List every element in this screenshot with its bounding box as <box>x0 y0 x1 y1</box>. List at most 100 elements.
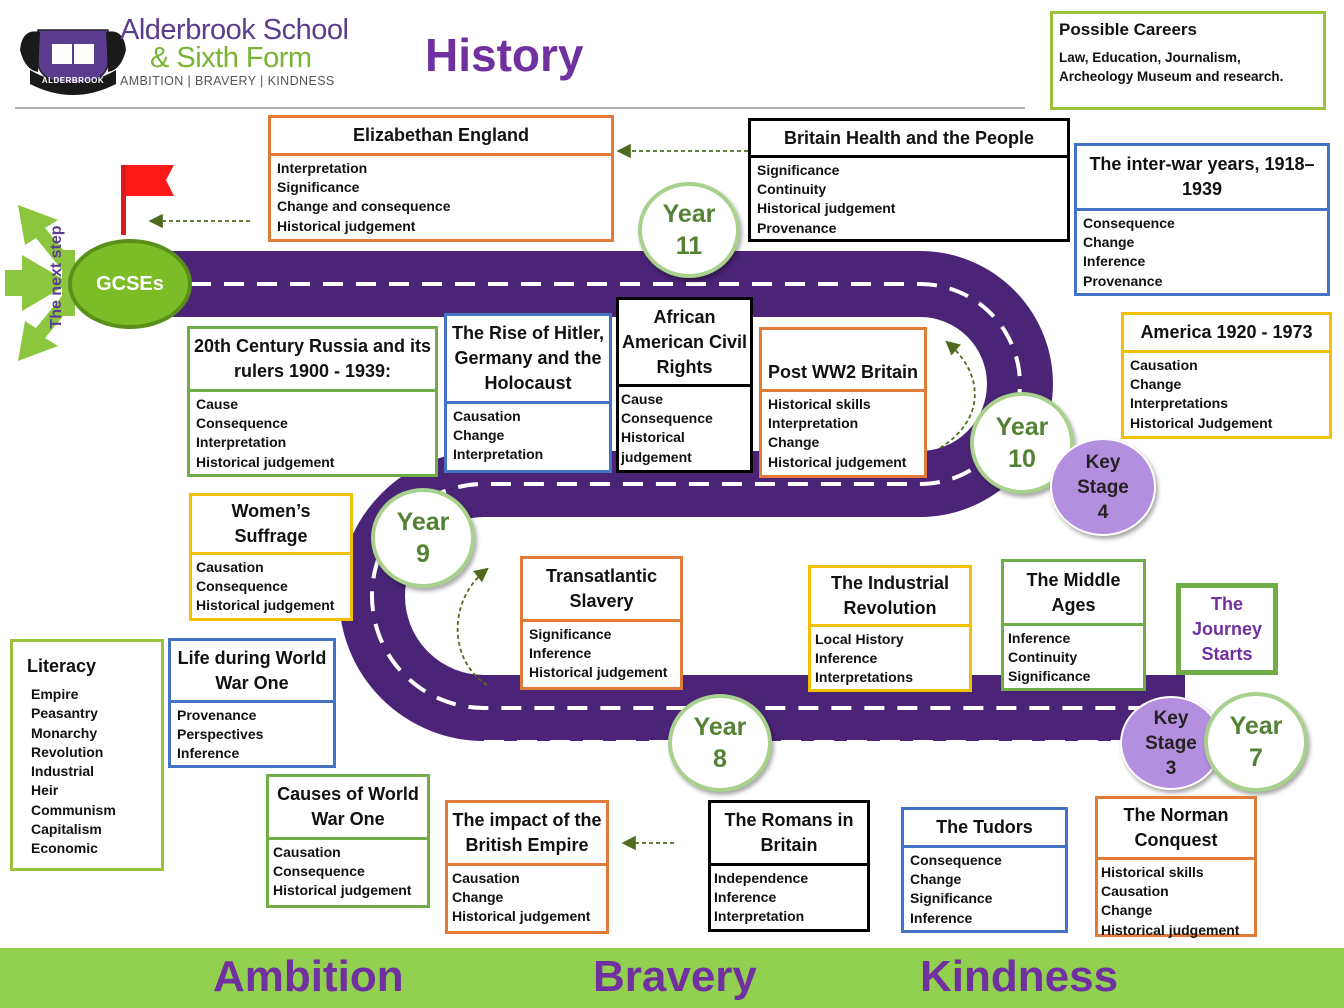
topic-title: Britain Health and the People <box>751 121 1067 158</box>
ks4-line2: Stage <box>1077 476 1129 498</box>
skill-item: Provenance <box>177 707 257 723</box>
year-9-label: Year <box>396 508 450 536</box>
topic-tudors: The Tudors Consequence Change Significan… <box>901 807 1068 933</box>
literacy-box: Literacy Empire Peasantry Monarchy Revol… <box>10 639 164 871</box>
topic-title: Causes of World War One <box>269 777 427 840</box>
school-name-line1: Alderbrook School <box>120 14 349 46</box>
topic-britain-health: Britain Health and the People Significan… <box>748 118 1070 242</box>
literacy-title: Literacy <box>27 656 97 676</box>
journey-line3: Starts <box>1201 643 1253 664</box>
topic-inter-war-years: The inter-war years, 1918–1939 Consequen… <box>1074 143 1330 296</box>
year-10-label: Year <box>995 413 1049 441</box>
topic-industrial-revolution: The Industrial Revolution Local History … <box>808 565 972 692</box>
skill-item: Historical judgement <box>529 664 668 681</box>
journey-line2: Journey <box>1191 618 1263 639</box>
skill-item: Significance <box>529 626 612 642</box>
skill-item: Historical skills <box>768 396 871 412</box>
topic-african-american-civil-rights: African American Civil Rights Cause Cons… <box>616 297 753 473</box>
skill-item: Historical judgement <box>1101 921 1240 938</box>
topic-womens-suffrage: Women’s Suffrage Causation Consequence H… <box>189 493 353 621</box>
skill-item: Historical judgement <box>196 597 335 614</box>
skill-item: Inference <box>910 909 973 926</box>
gcses-circle: GCSEs <box>68 239 192 329</box>
skill-item: Interpretation <box>714 908 805 925</box>
skill-item: Historical Judgement <box>1130 414 1273 431</box>
skill-item: Inference <box>1083 253 1146 270</box>
journey-starts-box: The Journey Starts <box>1176 583 1278 675</box>
year-11-label: Year <box>662 200 716 228</box>
ks3-line2: Stage <box>1145 732 1197 754</box>
year-9-circle: Year 9 <box>371 488 475 588</box>
topic-title: Elizabethan England <box>271 118 611 156</box>
skill-item: Consequence <box>196 415 288 432</box>
skill-item: Perspectives <box>177 726 264 743</box>
topic-romans-in-britain: The Romans in Britain Independence Infer… <box>708 800 870 932</box>
skill-item: Change <box>768 434 820 451</box>
skill-item: Historical <box>621 429 685 446</box>
skill-item: Historical judgement <box>768 453 907 470</box>
skill-item: Interpretations <box>1130 395 1229 412</box>
topic-title: Transatlantic Slavery <box>523 559 680 622</box>
skill-item: Change <box>1083 234 1135 251</box>
topic-title: The Industrial Revolution <box>811 568 969 627</box>
literacy-item: Economic <box>31 840 98 857</box>
year-11-number: 11 <box>675 232 703 260</box>
skill-item: Change <box>1101 902 1153 919</box>
topic-elizabethan-england: Elizabethan England Interpretation Signi… <box>268 115 614 242</box>
literacy-item: Capitalism <box>31 821 102 838</box>
skill-item: Provenance <box>1083 272 1163 289</box>
school-motto: AMBITION | BRAVERY | KINDNESS <box>120 74 335 88</box>
skill-item: judgement <box>621 448 692 465</box>
topic-title: The impact of the British Empire <box>448 803 606 866</box>
page-title: History <box>425 29 584 81</box>
topic-british-empire: The impact of the British Empire Causati… <box>445 800 609 934</box>
skill-item: Inference <box>1008 630 1071 646</box>
skill-item: Continuity <box>1008 649 1078 666</box>
skill-item: Continuity <box>757 181 827 198</box>
skill-item: Causation <box>273 844 341 860</box>
skill-item: Significance <box>910 890 993 907</box>
school-crest-logo <box>20 29 126 95</box>
skill-item: Consequence <box>1083 215 1175 231</box>
skill-item: Causation <box>452 870 520 886</box>
school-name-line2: & Sixth Form <box>150 42 312 74</box>
skill-item: Cause <box>196 396 239 412</box>
skill-item: Significance <box>277 179 360 196</box>
topic-life-during-ww1: Life during World War One Provenance Per… <box>168 638 336 768</box>
skill-item: Change <box>910 871 962 888</box>
year-11-circle: Year 11 <box>638 182 740 278</box>
topic-america: America 1920 - 1973 Causation Change Int… <box>1121 312 1332 439</box>
topic-title: Post WW2 Britain <box>762 330 924 392</box>
year-8-label: Year <box>693 713 747 741</box>
ks3-line1: Key <box>1153 707 1189 729</box>
flag-icon <box>126 165 174 196</box>
topic-rise-of-hitler: The Rise of Hitler, Germany and the Holo… <box>444 313 612 473</box>
key-stage-4-circle: Key Stage 4 <box>1050 438 1156 536</box>
year-9-number: 9 <box>416 540 430 568</box>
topic-middle-ages: The Middle Ages Inference Continuity Sig… <box>1001 559 1146 691</box>
topic-title: America 1920 - 1973 <box>1124 315 1329 353</box>
journey-line1: The <box>1210 593 1243 614</box>
ks4-line1: Key <box>1085 451 1121 473</box>
year-10-number: 10 <box>1008 445 1036 473</box>
skill-item: Historical judgement <box>452 908 591 925</box>
year-8-circle: Year 8 <box>668 694 772 792</box>
skill-item: Provenance <box>757 219 837 236</box>
crest-banner-text: ALDERBROOK <box>41 76 105 85</box>
skill-item: Causation <box>453 408 521 424</box>
careers-text: Law, Education, Journalism, Archeology M… <box>1059 50 1284 84</box>
topic-causes-of-ww1: Causes of World War One Causation Conseq… <box>266 774 430 908</box>
flag-pole <box>121 165 126 235</box>
skill-item: Independence <box>714 870 809 886</box>
skill-item: Historical judgement <box>273 882 412 899</box>
topic-title: Life during World War One <box>171 641 333 703</box>
gcses-label: GCSEs <box>96 272 164 295</box>
skill-item: Significance <box>1008 668 1091 685</box>
year-7-number: 7 <box>1249 744 1263 772</box>
skill-item: Inference <box>177 745 240 762</box>
topic-post-ww2-britain: Post WW2 Britain Historical skills Inter… <box>759 327 927 478</box>
skill-item: Historical skills <box>1101 864 1204 880</box>
literacy-item: Communism <box>31 801 116 818</box>
skill-item: Interpretation <box>453 446 544 463</box>
skill-item: Cause <box>621 391 664 407</box>
